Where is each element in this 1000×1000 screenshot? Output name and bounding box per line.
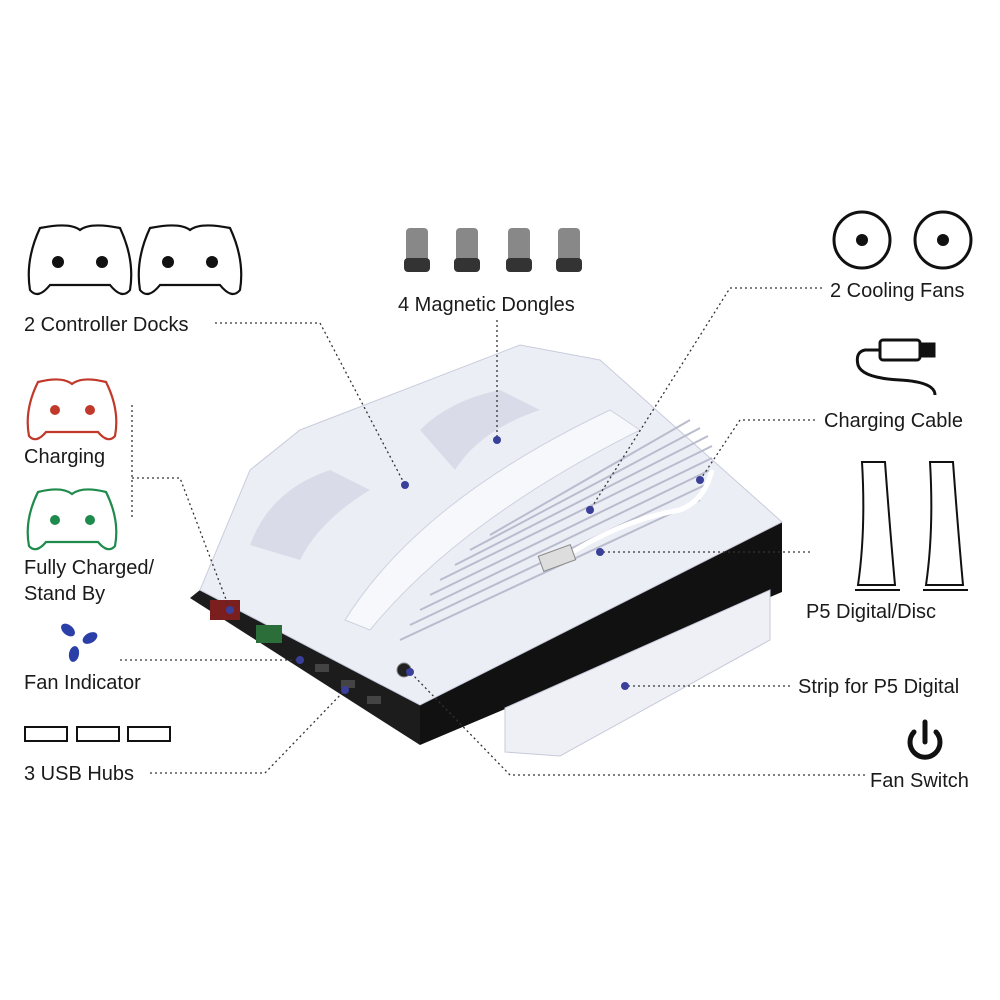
label-console-type: P5 Digital/Disc: [806, 601, 936, 623]
magnetic-dongle-icons: [404, 228, 582, 272]
label-fan-switch: Fan Switch: [870, 770, 969, 792]
charging-cable-on-stand: [558, 469, 715, 563]
label-charging: Charging: [24, 446, 105, 468]
label-cooling-fans: 2 Cooling Fans: [830, 280, 965, 302]
label-fully-charged: Fully Charged/: [24, 557, 155, 579]
dock-slot-back: [420, 390, 540, 470]
cooling-fan-icon: [913, 210, 973, 270]
stand-top-surface: [199, 344, 783, 706]
p5-digital-strip: [504, 589, 771, 757]
controller-icon: [27, 224, 133, 296]
label-stand-by: Stand By: [24, 583, 105, 605]
label-strip: Strip for P5 Digital: [798, 676, 959, 698]
cooling-stand: [190, 344, 783, 745]
usb-port: [367, 696, 381, 704]
label-fan-indicator: Fan Indicator: [24, 672, 141, 694]
label-controller-docks: 2 Controller Docks: [24, 314, 189, 336]
dock-slot-front: [250, 470, 370, 560]
charged-led: [256, 625, 282, 643]
stand-front-side: [190, 590, 420, 745]
power-icon: [907, 719, 943, 760]
cooling-fan-icon: [832, 210, 892, 270]
usb-port: [341, 680, 355, 688]
leader-lines: [120, 287, 865, 776]
console-digital-icon: [855, 461, 900, 591]
charged-controller-icon: [26, 488, 118, 551]
charging-cable-icon: [855, 338, 937, 396]
console-disc-icon: [923, 461, 968, 591]
controller-icon: [137, 224, 243, 296]
label-magnetic-dongles: 4 Magnetic Dongles: [398, 294, 575, 316]
stand-right-side: [420, 522, 782, 745]
label-usb-hubs: 3 USB Hubs: [24, 763, 134, 785]
usb-hub-icons: [24, 726, 171, 742]
charging-controller-icon: [26, 378, 118, 441]
usb-port: [315, 664, 329, 672]
fan-indicator-icon: [61, 623, 98, 662]
usb-plug: [537, 544, 577, 572]
label-charging-cable: Charging Cable: [824, 410, 963, 432]
charging-led: [210, 600, 240, 620]
